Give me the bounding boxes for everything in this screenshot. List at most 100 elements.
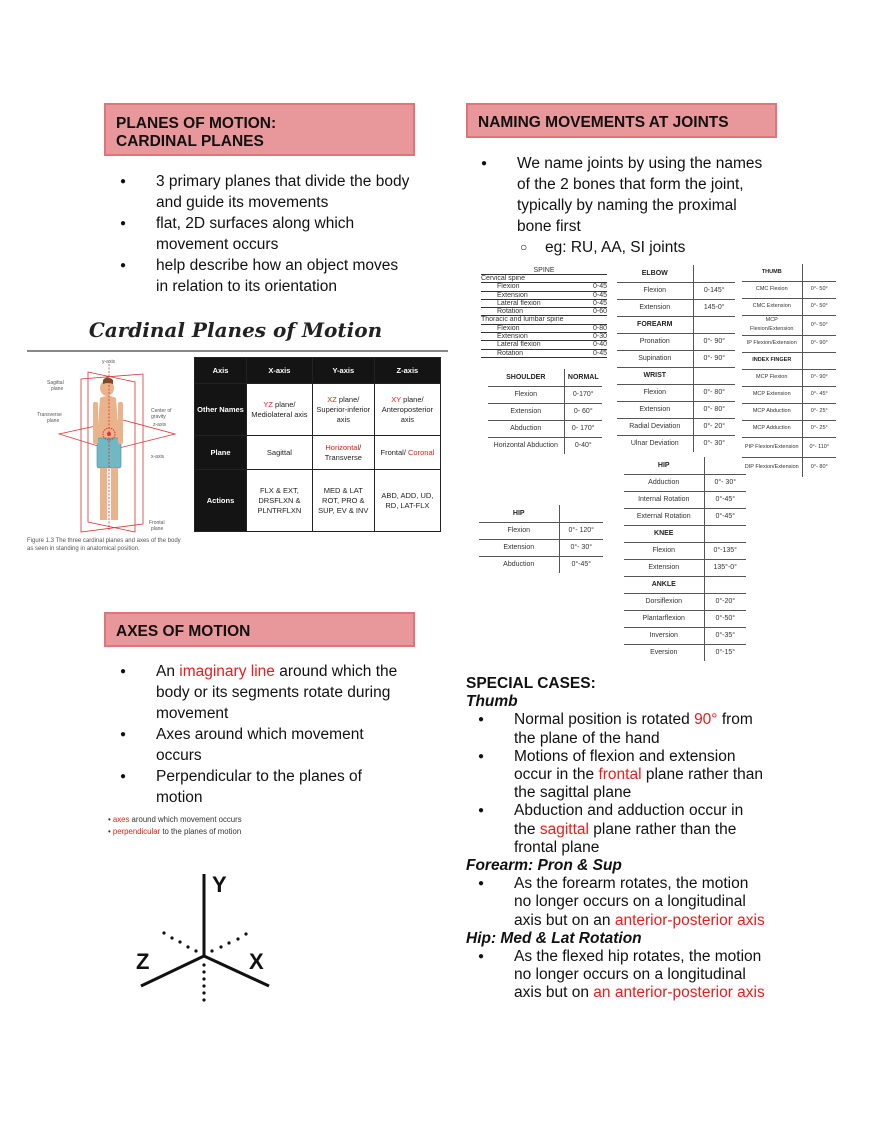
table-cell: FLX & EXT, DRSFLXN & PLNTRFLXN <box>246 469 313 532</box>
svg-text:Center of: Center of <box>151 408 172 414</box>
svg-text:Z: Z <box>136 949 149 974</box>
table-cell: XY plane/ Anteroposterior axis <box>373 383 442 436</box>
table-header: X-axis <box>246 357 313 384</box>
anatomical-body-icon: y-axis Sagittal plane Transverse plane C… <box>37 359 177 533</box>
list-item: Axes around which movement occurs <box>108 724 428 766</box>
svg-text:plane: plane <box>47 418 59 424</box>
header-line-1: PLANES OF MOTION: <box>116 115 277 132</box>
forearm-subtitle: Forearm: Pron & Sup <box>466 857 622 875</box>
table-cell: ABD, ADD, UD, RD, LAT-FLX <box>373 469 442 532</box>
joints-bullet-list: We name joints by using the names of the… <box>469 153 799 258</box>
cardinal-planes-table: Axis X-axis Y-axis Z-axis Other Names YZ… <box>194 357 442 532</box>
axes-of-motion-header: AXES OF MOTION <box>104 612 415 647</box>
cardinal-planes-image: Cardinal Planes of Motion y-axis Sagitta… <box>23 312 448 560</box>
list-item: We name joints by using the names of the… <box>469 153 799 237</box>
table-header: Z-axis <box>373 357 442 384</box>
svg-text:plane: plane <box>51 386 63 392</box>
row-label: Plane <box>194 435 247 470</box>
hip-subtitle: Hip: Med & Lat Rotation <box>466 929 642 947</box>
axes-diagram-image: • axes around which movement occurs • pe… <box>108 812 303 1017</box>
list-item: help describe how an object moves in rel… <box>108 255 428 297</box>
table-cell: MED & LAT ROT, PRO & SUP, EV & INV <box>311 469 375 532</box>
table-cell: Sagittal <box>246 435 313 470</box>
sub-list-item: eg: RU, AA, SI joints <box>469 237 799 258</box>
figure-caption: Figure 1.3 The three cardinal planes and… <box>27 538 181 552</box>
cardinal-planes-title: Cardinal Planes of Motion <box>88 318 383 342</box>
table-cell: YZ plane/ Mediolateral axis <box>246 383 313 436</box>
svg-text:X: X <box>249 949 264 974</box>
svg-text:gravity: gravity <box>151 414 166 420</box>
svg-text:plane: plane <box>151 526 163 532</box>
row-label: Other Names <box>194 383 247 436</box>
table-cell: Frontal/ Coronal <box>373 435 442 470</box>
divider <box>27 350 448 352</box>
table-header: Y-axis <box>311 357 375 384</box>
axes-bullet-list: An imaginary line around which the body … <box>108 661 428 808</box>
axes-notes: • axes around which movement occurs • pe… <box>108 815 242 836</box>
header-line-2: CARDINAL PLANES <box>116 133 264 150</box>
list-item: An imaginary line around which the body … <box>108 661 428 724</box>
list-item: Normal position is rotated 90° from the … <box>466 711 806 747</box>
svg-text:Y: Y <box>212 872 227 897</box>
xyz-axes-icon: Y Z X <box>136 872 270 1002</box>
svg-text:Sagittal: Sagittal <box>47 380 64 386</box>
svg-text:Frontal: Frontal <box>149 520 165 526</box>
special-cases-section: SPECIAL CASES: Thumb Normal position is … <box>466 675 806 1003</box>
naming-movements-header: NAMING MOVEMENTS AT JOINTS <box>466 103 777 138</box>
special-cases-title: SPECIAL CASES: <box>466 675 596 692</box>
svg-text:z-axis: z-axis <box>153 422 167 428</box>
highlight-text: imaginary line <box>179 663 275 680</box>
list-item: flat, 2D surfaces along which movement o… <box>108 213 428 255</box>
svg-text:x-axis: x-axis <box>151 454 165 460</box>
list-item: As the forearm rotates, the motion no lo… <box>466 875 806 930</box>
thumb-subtitle: Thumb <box>466 693 518 711</box>
planes-bullet-list: 3 primary planes that divide the body an… <box>108 171 428 297</box>
planes-of-motion-header: PLANES OF MOTION: CARDINAL PLANES <box>104 103 415 156</box>
list-item: As the flexed hip rotates, the motion no… <box>466 948 806 1003</box>
list-item: 3 primary planes that divide the body an… <box>108 171 428 213</box>
